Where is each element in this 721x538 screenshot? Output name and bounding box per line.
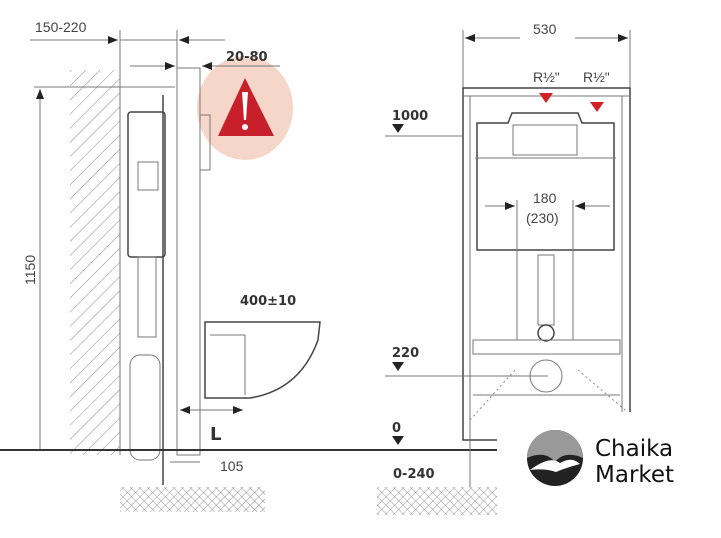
floor-hatch-left — [120, 487, 265, 512]
side-view: 150-220 20-80 1150 400±10 L 105 — [22, 19, 321, 512]
inlet-left-marker-icon — [539, 93, 553, 103]
level-1000: 1000 — [392, 109, 428, 124]
dim-bolt-spacing: 180 — [533, 190, 557, 206]
floor-range: 0-240 — [393, 467, 435, 482]
cistern — [127, 111, 166, 258]
toilet-bowl — [204, 321, 321, 399]
logo-line2: Market — [595, 462, 674, 488]
dim-height: 1150 — [22, 255, 38, 285]
cladding-hatch — [176, 67, 201, 456]
level-220: 220 — [392, 346, 419, 361]
brand-logo: Chaika Market — [497, 412, 721, 538]
front-view: 530 R½" R½" 180 (230) 1000 220 0 0-240 — [377, 21, 631, 515]
tank — [476, 112, 615, 251]
inlet-right-marker-icon — [590, 102, 604, 112]
dim-bowl-height: 400±10 — [240, 294, 296, 309]
wall-hatch — [70, 70, 120, 455]
seagull-icon — [530, 459, 580, 472]
floor-hatch-right — [377, 487, 497, 515]
frame — [462, 87, 631, 441]
dim-l: L — [210, 424, 221, 445]
inlet-left-label: R½" — [533, 69, 560, 85]
inlet-right-label: R½" — [583, 69, 610, 85]
logo-line1: Chaika — [595, 436, 673, 462]
dim-offset: 105 — [220, 458, 244, 474]
dim-cladding: 20-80 — [226, 50, 268, 65]
dim-wall-depth: 150-220 — [35, 19, 87, 35]
warning-badge — [197, 56, 293, 160]
dim-width: 530 — [533, 21, 557, 37]
level-0: 0 — [392, 421, 401, 436]
dim-bolt-spacing-alt: (230) — [526, 210, 559, 226]
